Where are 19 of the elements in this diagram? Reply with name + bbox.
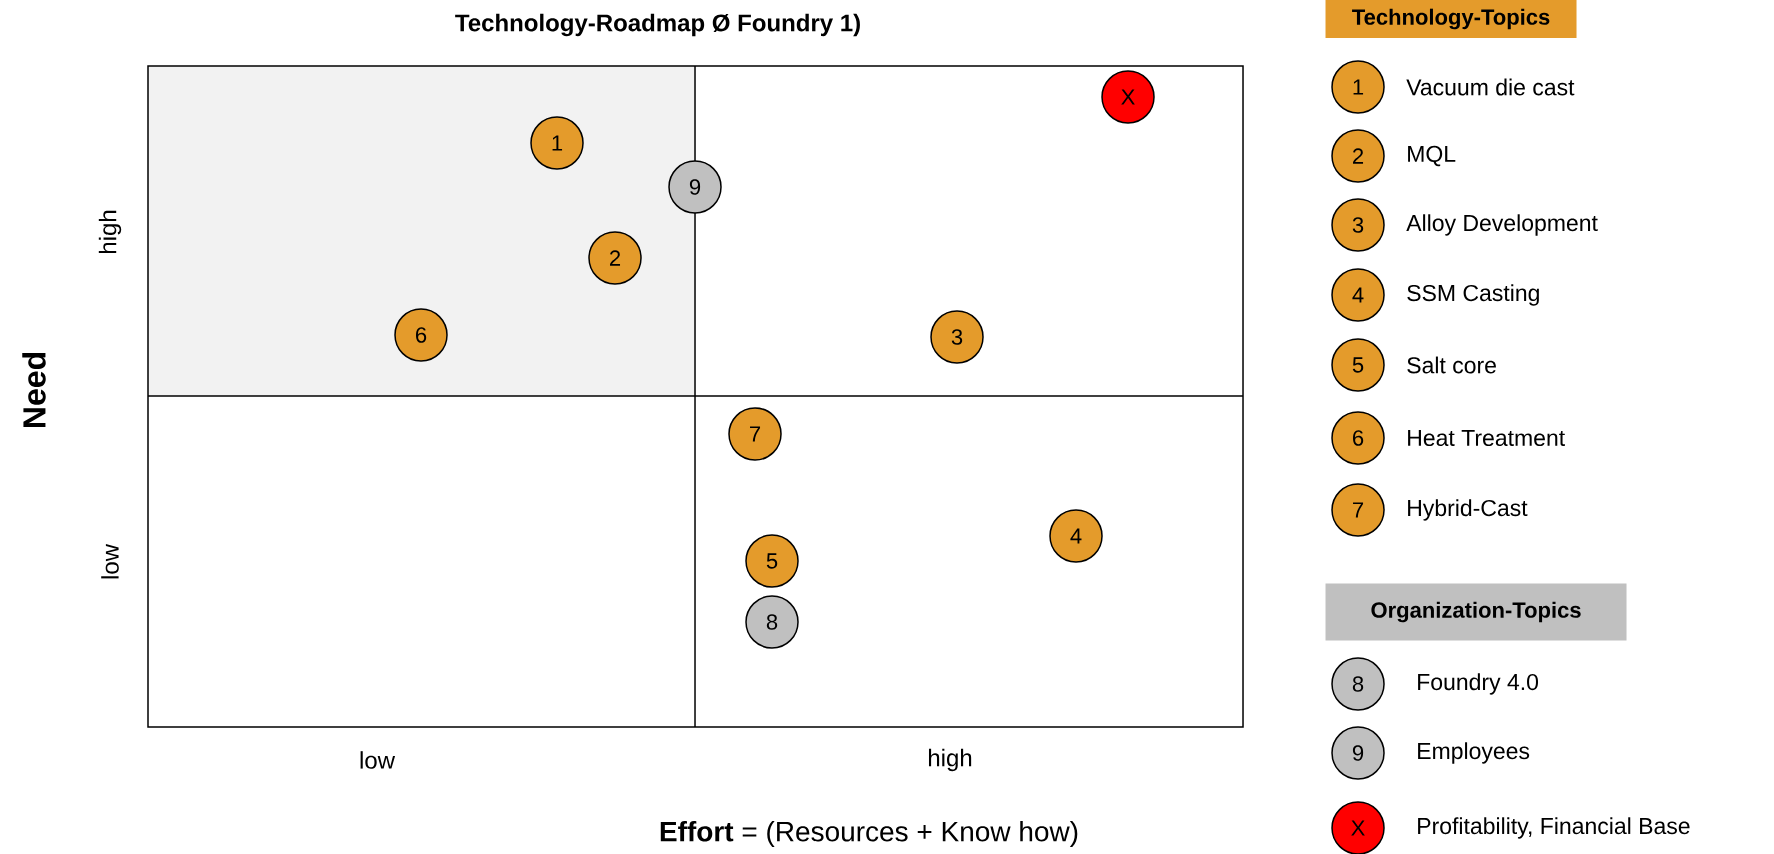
legend-text: Foundry 4.0 bbox=[1418, 673, 1539, 695]
legend-text: Alloy Development bbox=[1406, 214, 1598, 236]
legend-text: Profitability, Financial Base bbox=[1418, 817, 1690, 839]
legend-text: SSM Casting bbox=[1407, 284, 1539, 306]
legend-heading: Technology-Topics bbox=[1325, 0, 1577, 38]
legend-text: Vacuum die cast bbox=[1406, 78, 1575, 96]
axis-label: low bbox=[101, 543, 119, 579]
legend-text: Heat Treatment bbox=[1408, 429, 1565, 446]
axis-label: Need bbox=[22, 353, 46, 427]
axis-label: high bbox=[98, 210, 122, 253]
legend-text: Hybrid-Cast bbox=[1408, 499, 1528, 521]
axis-label: high bbox=[929, 748, 972, 772]
legend-text: Salt core bbox=[1407, 356, 1496, 374]
legend-text: MQL bbox=[1408, 145, 1456, 167]
axis-label: low bbox=[360, 751, 396, 769]
chart-title: Technology-Roadmap Ø Foundry 1) bbox=[455, 13, 860, 37]
legend-heading: Organization-Topics bbox=[1325, 583, 1627, 641]
legend-text: Employees bbox=[1418, 742, 1530, 764]
axis-label: Effort = (Resources + Know how) bbox=[660, 820, 1078, 848]
